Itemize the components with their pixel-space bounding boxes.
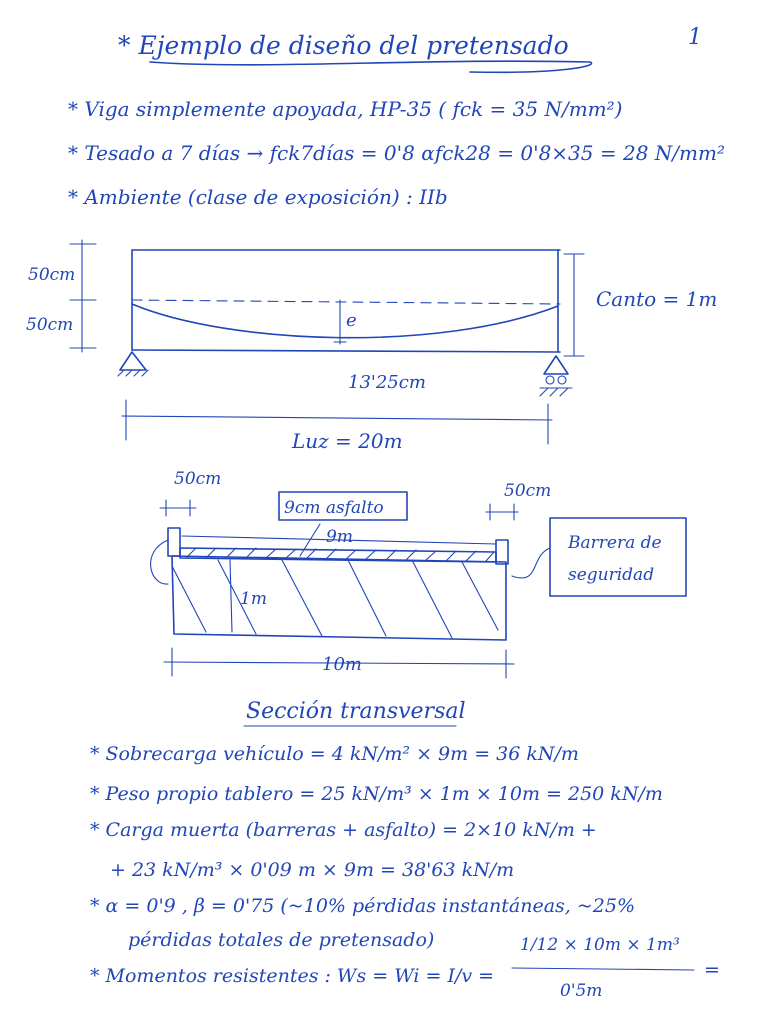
barrier-label-line-1: Barrera de bbox=[567, 533, 662, 553]
height-label: 1m bbox=[240, 589, 267, 609]
top-dim-label: 50cm bbox=[28, 265, 75, 285]
calc-line-1: * Sobrecarga vehículo = 4 kN/m² × 9m = 3… bbox=[90, 743, 579, 765]
right-margin-label: 50cm bbox=[504, 481, 551, 501]
deck-slab bbox=[171, 555, 507, 641]
bottom-width-label: 10m bbox=[322, 654, 362, 675]
top-width-label: 9m bbox=[326, 527, 353, 547]
left-support-icon bbox=[119, 351, 147, 371]
section-caption: Sección transversal bbox=[246, 699, 466, 724]
title-underline bbox=[149, 60, 593, 74]
span-label: Luz = 20m bbox=[291, 429, 403, 453]
left-dim-ticks bbox=[69, 243, 97, 349]
tendon-profile bbox=[131, 303, 559, 339]
left-barrier bbox=[167, 527, 181, 557]
calc-line-6: pérdidas totales de pretensado) bbox=[128, 929, 434, 951]
bottom-dim-label: 50cm bbox=[26, 315, 73, 335]
slab-hatch bbox=[171, 559, 499, 639]
page-number: 1 bbox=[688, 25, 702, 50]
right-barrier bbox=[495, 539, 509, 565]
left-margin-dim bbox=[159, 499, 197, 517]
right-margin-dim bbox=[485, 503, 519, 521]
asphalt-label-box bbox=[278, 491, 408, 521]
left-support-hatch bbox=[117, 369, 149, 377]
moment-numerator: 1/12 × 10m × 1m³ bbox=[520, 935, 680, 955]
header-line-2: * Tesado a 7 días → fck7días = 0'8 αfck2… bbox=[68, 141, 725, 165]
depth-label: Canto = 1m bbox=[596, 287, 717, 311]
right-roller-1 bbox=[545, 375, 555, 385]
barrier-label-box bbox=[549, 517, 687, 597]
right-support-icon bbox=[543, 355, 569, 375]
beam-elevation: e 13'25cm 50cm 50cm Canto = 1m Luz = 20m bbox=[26, 239, 717, 453]
page-title: * Ejemplo de diseño del pretensado bbox=[118, 31, 569, 60]
span-dim-ticks bbox=[125, 399, 549, 445]
barrier-leader-right bbox=[511, 547, 551, 579]
barrier-leader-left bbox=[150, 539, 169, 585]
height-dim-line bbox=[229, 559, 233, 633]
header-line-3: * Ambiente (clase de exposición) : IIb bbox=[68, 185, 448, 209]
calc-line-5: * α = 0'9 , β = 0'75 (~10% pérdidas inst… bbox=[90, 895, 635, 917]
left-margin-label: 50cm bbox=[174, 469, 221, 489]
beam-bottom-edge bbox=[131, 349, 561, 353]
moment-denominator: 0'5m bbox=[560, 981, 602, 1001]
calc-line-3: * Carga muerta (barreras + asfalto) = 2×… bbox=[90, 819, 597, 841]
eccentricity-symbol: e bbox=[346, 310, 357, 331]
moment-fraction-bar bbox=[511, 967, 695, 971]
right-roller-2 bbox=[557, 375, 567, 385]
asphalt-layer bbox=[179, 547, 497, 563]
top-width-dim bbox=[181, 535, 497, 545]
moment-label: * Momentos resistentes : Ws = Wi = I/v = bbox=[90, 965, 494, 987]
moment-trail: = bbox=[704, 959, 720, 981]
eccentricity-value: 13'25cm bbox=[348, 372, 426, 393]
asphalt-label: 9cm asfalto bbox=[284, 498, 384, 518]
right-support-hatch bbox=[539, 387, 573, 397]
bottom-width-dim bbox=[163, 661, 515, 665]
calc-line-2: * Peso propio tablero = 25 kN/m³ × 1m × … bbox=[90, 783, 663, 805]
asphalt-leader bbox=[299, 523, 321, 557]
cross-section: 50cm 50cm 9cm asfalto 9m 1m Barrera de s… bbox=[150, 469, 687, 727]
header-line-1: * Viga simplemente apoyada, HP-35 ( fck … bbox=[68, 97, 622, 121]
neutral-axis-line bbox=[131, 299, 561, 305]
asphalt-hatch bbox=[185, 547, 495, 562]
span-dim-line bbox=[121, 415, 553, 421]
bottom-width-ticks bbox=[171, 647, 507, 679]
calc-line-4: + 23 kN/m³ × 0'09 m × 9m = 38'63 kN/m bbox=[110, 859, 514, 881]
depth-dim-ticks bbox=[563, 253, 585, 357]
barrier-label-line-2: seguridad bbox=[568, 565, 654, 585]
